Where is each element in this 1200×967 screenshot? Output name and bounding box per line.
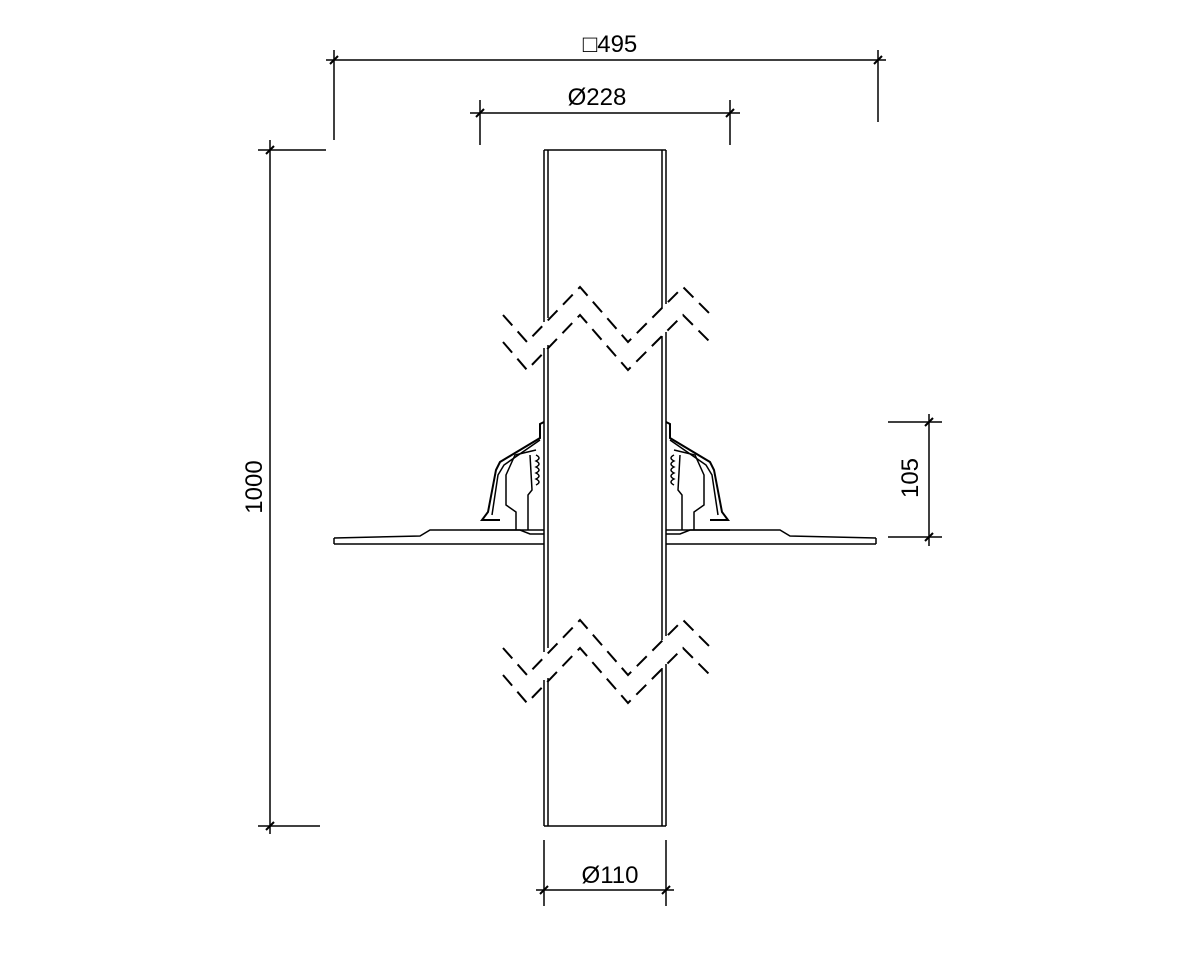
break-line-top bbox=[502, 285, 713, 372]
dimension-square-495: □495 bbox=[326, 31, 886, 140]
dimension-diameter-228: Ø228 bbox=[470, 84, 740, 145]
pipe bbox=[543, 149, 667, 827]
flange-base bbox=[333, 529, 877, 545]
dimension-label-228: Ø228 bbox=[568, 84, 627, 111]
collar-left bbox=[480, 421, 545, 531]
dimension-label-110: Ø110 bbox=[582, 862, 639, 889]
dimension-label-1000: 1000 bbox=[241, 460, 268, 513]
dimension-label-105: 105 bbox=[897, 458, 924, 498]
collar-right bbox=[665, 421, 730, 531]
dimension-height-105: 105 bbox=[888, 414, 942, 546]
dimension-height-1000: 1000 bbox=[241, 140, 326, 834]
break-line-bottom bbox=[502, 618, 713, 705]
dimension-diameter-110: Ø110 bbox=[536, 840, 674, 906]
dimension-label-495: □495 bbox=[583, 31, 638, 58]
